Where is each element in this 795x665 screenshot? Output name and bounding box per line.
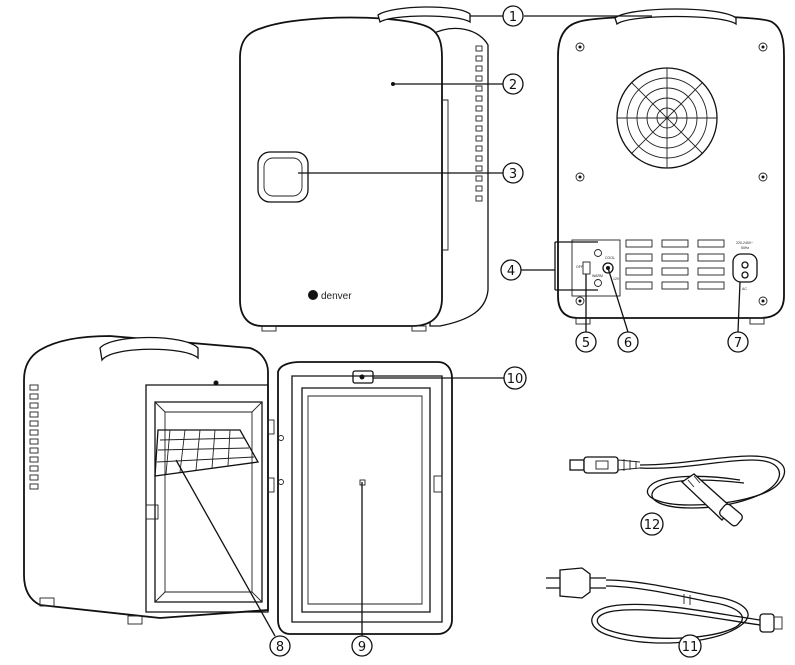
fan-grille xyxy=(616,67,718,169)
fridge-open-view xyxy=(23,335,453,635)
callout-leaders xyxy=(175,15,741,637)
svg-text:1: 1 xyxy=(509,10,517,25)
indicator-cool-light xyxy=(594,249,602,257)
svg-text:4: 4 xyxy=(507,264,515,279)
callout-10: 10 xyxy=(503,366,527,390)
callout-9: 9 xyxy=(351,635,373,657)
door-handle xyxy=(257,151,309,203)
svg-text:6: 6 xyxy=(624,336,632,351)
label-ac: AC xyxy=(742,287,747,291)
shelf xyxy=(154,429,260,477)
dc-car-cord xyxy=(569,455,786,527)
svg-text:10: 10 xyxy=(507,372,524,387)
callout-5: 5 xyxy=(575,331,597,353)
open-side-vents xyxy=(29,384,39,490)
callout-2: 2 xyxy=(502,73,524,95)
side-vents xyxy=(475,45,483,202)
label-cool: COOL xyxy=(605,256,615,260)
callouts: 1 2 3 4 5 6 7 8 xyxy=(269,5,749,658)
fridge-back-view: COOL OFF WARM 12V 220-240V~ 50Hz AC xyxy=(557,8,785,325)
indicator-warm-light xyxy=(594,279,602,287)
door xyxy=(277,361,453,635)
svg-text:7: 7 xyxy=(734,336,742,351)
label-off: OFF xyxy=(576,265,583,269)
callout-3: 3 xyxy=(502,162,524,184)
label-220-240v: 220-240V~ xyxy=(736,241,753,245)
brand-name: denver xyxy=(321,291,352,302)
callout-11: 11 xyxy=(678,634,702,658)
back-vents xyxy=(625,239,725,290)
svg-text:2: 2 xyxy=(509,78,517,93)
callout-6: 6 xyxy=(617,331,639,353)
svg-text:8: 8 xyxy=(276,640,284,655)
svg-text:9: 9 xyxy=(358,640,366,655)
top-handle xyxy=(377,6,471,24)
svg-text:5: 5 xyxy=(582,336,590,351)
callout-8: 8 xyxy=(269,635,291,657)
dc-socket xyxy=(602,262,614,274)
svg-text:12: 12 xyxy=(644,518,661,533)
label-50hz: 50Hz xyxy=(741,246,749,250)
ac-power-cord xyxy=(546,567,783,644)
door-hinge xyxy=(352,370,374,384)
label-12v: 12V xyxy=(613,277,620,281)
svg-text:3: 3 xyxy=(509,167,517,182)
callout-4: 4 xyxy=(500,259,522,281)
callout-12: 12 xyxy=(640,512,664,536)
control-panel xyxy=(571,239,621,297)
ac-socket xyxy=(732,253,758,283)
fridge-front-view: denver xyxy=(239,6,489,332)
callout-7: 7 xyxy=(727,331,749,353)
label-warm: WARM xyxy=(592,274,603,278)
callout-1: 1 xyxy=(502,5,524,27)
brand-logo: denver xyxy=(308,290,352,302)
front-door-panel xyxy=(239,16,443,327)
svg-text:11: 11 xyxy=(682,640,699,655)
